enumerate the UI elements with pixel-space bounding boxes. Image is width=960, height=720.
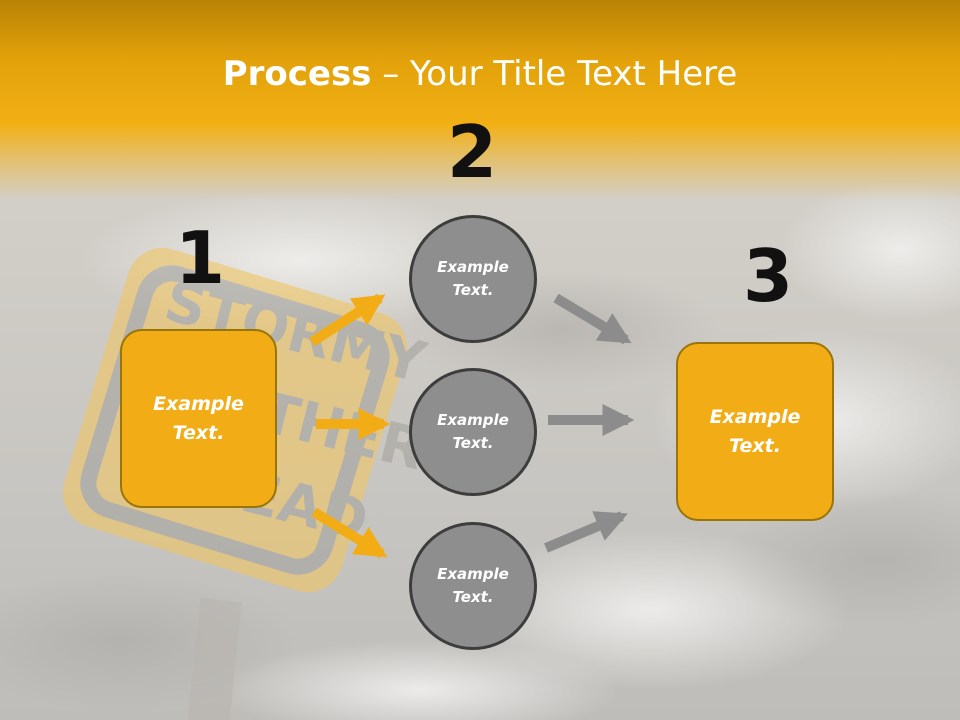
step-2-circle-3[interactable]: Example Text. <box>409 522 537 650</box>
step-2-number: 2 <box>446 110 498 194</box>
title-rest: – Your Title Text Here <box>371 54 738 94</box>
step-2-circle-1[interactable]: Example Text. <box>409 215 537 343</box>
step-2-circle-2[interactable]: Example Text. <box>409 368 537 496</box>
slide-title: Process – Your Title Text Here <box>0 52 960 96</box>
step-3-number: 3 <box>742 234 794 318</box>
title-bold: Process <box>222 54 372 94</box>
step-3-box[interactable]: Example Text. <box>676 342 834 521</box>
step-1-number: 1 <box>174 216 226 300</box>
header-band <box>0 0 960 200</box>
step-1-box[interactable]: Example Text. <box>120 329 277 508</box>
